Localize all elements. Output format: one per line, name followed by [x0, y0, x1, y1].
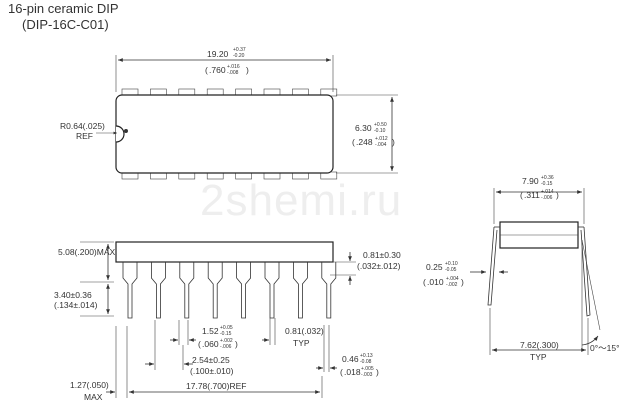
side-view: 5.08(.200)MAX 3.40±0.36 (.134±.014) 0.81… — [54, 241, 401, 402]
row-spacing-value: 7.62(.300) — [520, 340, 559, 350]
side-lead-8 — [321, 262, 337, 319]
svg-text:(: ( — [198, 339, 201, 349]
end-length-note: MAX — [84, 392, 103, 402]
svg-text:(: ( — [340, 367, 343, 377]
pin1-notch — [115, 125, 125, 143]
pitch-value: 2.54±0.25 — [192, 355, 230, 365]
radius-ref: REF — [76, 131, 93, 141]
svg-text:+0.50: +0.50 — [374, 122, 387, 128]
seat-height: 3.40±0.36 — [54, 290, 92, 300]
side-package-body — [115, 241, 334, 263]
svg-text:+.005: +.005 — [361, 366, 374, 372]
side-lead-2 — [151, 262, 166, 319]
end-lead-left — [487, 226, 498, 306]
svg-text:+0.05: +0.05 — [220, 325, 233, 331]
svg-text:): ) — [461, 277, 464, 287]
radius-label: R0.64(.025) — [60, 121, 105, 131]
top-view: 19.20 +0.37 -0.20 ( .760 +.016 -.008 ) 6… — [60, 47, 398, 180]
side-lead-7 — [293, 262, 308, 319]
diagram-title: 16-pin ceramic DIP — [8, 1, 119, 16]
svg-text:-0.20: -0.20 — [233, 53, 245, 59]
svg-text:+.004: +.004 — [446, 276, 459, 282]
pitch-inch: (.100±.010) — [190, 366, 234, 376]
length-value: 19.20 — [207, 49, 229, 59]
end-width-value: 7.90 — [522, 176, 539, 186]
svg-text:+.002: +.002 — [220, 338, 233, 344]
angle-value: 0°～15° — [590, 343, 619, 353]
end-view: 7.90 +0.36 -0.15 ( .311 +.014 -.006 ) 0.… — [423, 175, 619, 362]
diagram-subtitle: (DIP-16C-C01) — [22, 17, 109, 32]
side-leads — [122, 262, 337, 319]
span-value: 17.78(.700)REF — [186, 381, 246, 391]
svg-text:): ) — [235, 339, 238, 349]
svg-text:-.002: -.002 — [446, 282, 458, 288]
seat-height-inch: (.134±.014) — [54, 300, 98, 310]
end-length: 1.27(.050) — [70, 380, 109, 390]
svg-text:+0.36: +0.36 — [541, 175, 554, 181]
svg-text:+.012: +.012 — [375, 136, 388, 142]
svg-text:+.016: +.016 — [227, 64, 240, 70]
svg-text:-0.15: -0.15 — [220, 331, 232, 337]
thickness-inch: .018 — [344, 367, 361, 377]
side-lead-6 — [264, 262, 280, 319]
side-lead-5 — [236, 262, 251, 319]
watermark: 2shemi.ru — [200, 176, 402, 225]
shoulder-inch: (.032±.012) — [357, 261, 401, 271]
svg-text:+.014: +.014 — [541, 189, 554, 195]
side-lead-4 — [207, 262, 223, 319]
svg-text:-0.10: -0.10 — [374, 128, 386, 134]
width-value: 6.30 — [355, 123, 372, 133]
svg-text:+0.10: +0.10 — [445, 261, 458, 267]
svg-text:): ) — [556, 190, 559, 200]
svg-text:-.008: -.008 — [227, 70, 239, 76]
svg-text:(: ( — [423, 277, 426, 287]
height-max: 5.08(.200)MAX — [58, 247, 115, 257]
lead-width-inch: .060 — [202, 339, 219, 349]
svg-text:-.006: -.006 — [541, 195, 553, 201]
svg-text:(: ( — [205, 65, 208, 75]
lead-thick-inch: .010 — [427, 277, 444, 287]
svg-text:-0.08: -0.08 — [360, 359, 372, 365]
side-lead-1 — [122, 262, 138, 319]
lead-width-value: 1.52 — [202, 326, 219, 336]
svg-text:(: ( — [520, 190, 523, 200]
lead-tip-note: TYP — [293, 338, 310, 348]
svg-text:-0.05: -0.05 — [445, 267, 457, 273]
side-lead-3 — [179, 262, 195, 319]
thickness-value: 0.46 — [342, 354, 359, 364]
end-lead-right — [580, 226, 591, 317]
svg-text:): ) — [392, 137, 395, 147]
lead-thick-value: 0.25 — [426, 262, 443, 272]
length-inch: .760 — [209, 65, 226, 75]
svg-text:): ) — [376, 367, 379, 377]
svg-text:-.004: -.004 — [375, 142, 387, 148]
lead-tip-value: 0.81(.032) — [285, 326, 324, 336]
svg-text:): ) — [246, 65, 249, 75]
svg-text:+0.13: +0.13 — [360, 353, 373, 359]
svg-text:-.003: -.003 — [361, 372, 373, 378]
svg-text:+0.37: +0.37 — [233, 47, 246, 53]
shoulder-value: 0.81±0.30 — [363, 250, 401, 260]
svg-text:-0.15: -0.15 — [541, 181, 553, 187]
width-inch: .248 — [356, 137, 373, 147]
end-width-inch: .311 — [524, 190, 540, 200]
svg-text:(: ( — [352, 137, 355, 147]
row-spacing-note: TYP — [530, 352, 547, 362]
svg-text:-.006: -.006 — [220, 344, 232, 350]
top-package-body — [115, 94, 334, 174]
pin1-marker — [124, 129, 128, 133]
